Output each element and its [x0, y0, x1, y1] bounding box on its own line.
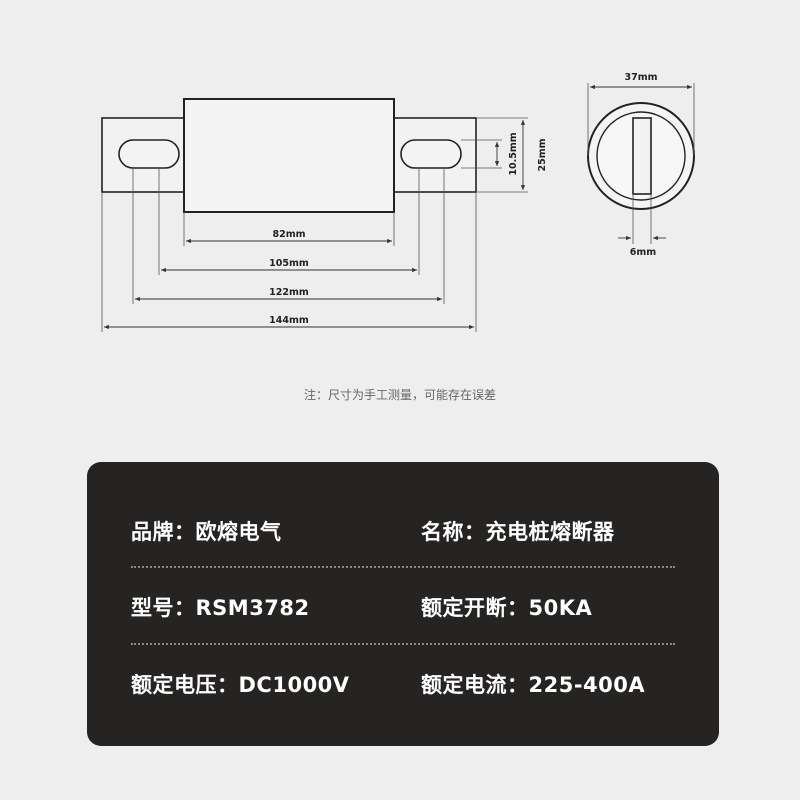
dim-label-slot-width: 6mm — [630, 247, 657, 258]
fuse-dimension-drawing: 82mm 105mm 122mm 144mm 10.5mm 25mm 37mm … — [101, 72, 695, 332]
dim-label-diameter: 37mm — [624, 72, 657, 83]
dim-label-body-length: 82mm — [272, 229, 305, 240]
dim-label-terminal-height: 25mm — [537, 138, 548, 171]
spec-divider — [131, 643, 675, 645]
spec-row-model: 型号：RSM3782 额定开断：50KA — [87, 592, 719, 622]
spec-rated-voltage: 额定电压：DC1000V — [131, 673, 350, 697]
end-blade-slot — [632, 117, 652, 195]
measurement-note: 注：尺寸为手工测量，可能存在误差 — [303, 388, 496, 402]
front-extension-lines — [101, 117, 528, 332]
dim-label-slot-spacing: 105mm — [269, 258, 309, 269]
right-mounting-slot — [400, 139, 462, 169]
end-view — [587, 102, 695, 210]
front-dimension-lines — [104, 120, 526, 330]
spec-rated-current: 额定电流：225-400A — [421, 673, 646, 697]
left-mounting-slot — [118, 139, 180, 169]
dim-label-slot-span: 122mm — [269, 287, 309, 298]
spec-row-voltage: 额定电压：DC1000V 额定电流：225-400A — [87, 669, 719, 699]
spec-row-brand: 品牌：欧熔电气 名称：充电桩熔断器 — [87, 516, 719, 546]
spec-product-name: 名称：充电桩熔断器 — [421, 520, 615, 544]
spec-card: 品牌：欧熔电气 名称：充电桩熔断器 型号：RSM3782 额定开断：50KA 额… — [87, 462, 719, 746]
fuse-body — [183, 98, 395, 213]
front-view — [101, 98, 477, 213]
dim-label-overall-length: 144mm — [269, 315, 309, 326]
spec-model: 型号：RSM3782 — [131, 596, 310, 620]
spec-brand: 品牌：欧熔电气 — [131, 520, 282, 544]
spec-breaking-capacity: 额定开断：50KA — [421, 596, 593, 620]
end-extension-lines — [587, 83, 695, 244]
dim-label-slot-height: 10.5mm — [508, 132, 519, 175]
spec-divider — [131, 566, 675, 568]
